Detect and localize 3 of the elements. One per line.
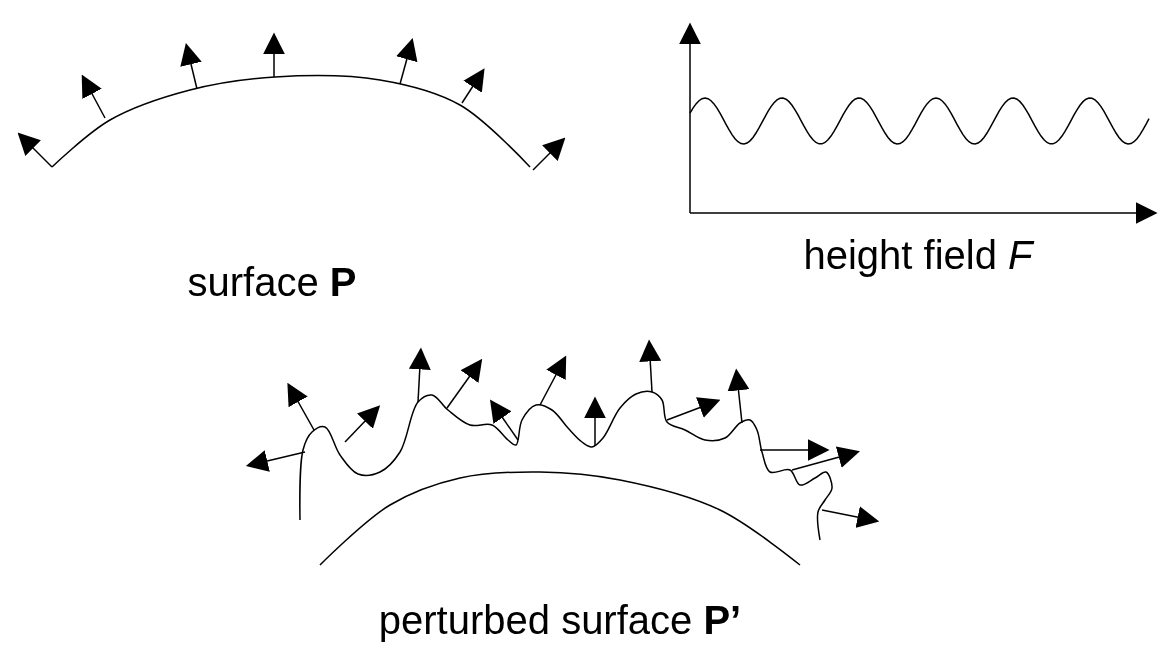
diagram-label: height field F [803, 235, 1033, 275]
diagram-label: perturbed surface P’ [378, 600, 742, 640]
diagram-label: surface P [187, 262, 357, 302]
